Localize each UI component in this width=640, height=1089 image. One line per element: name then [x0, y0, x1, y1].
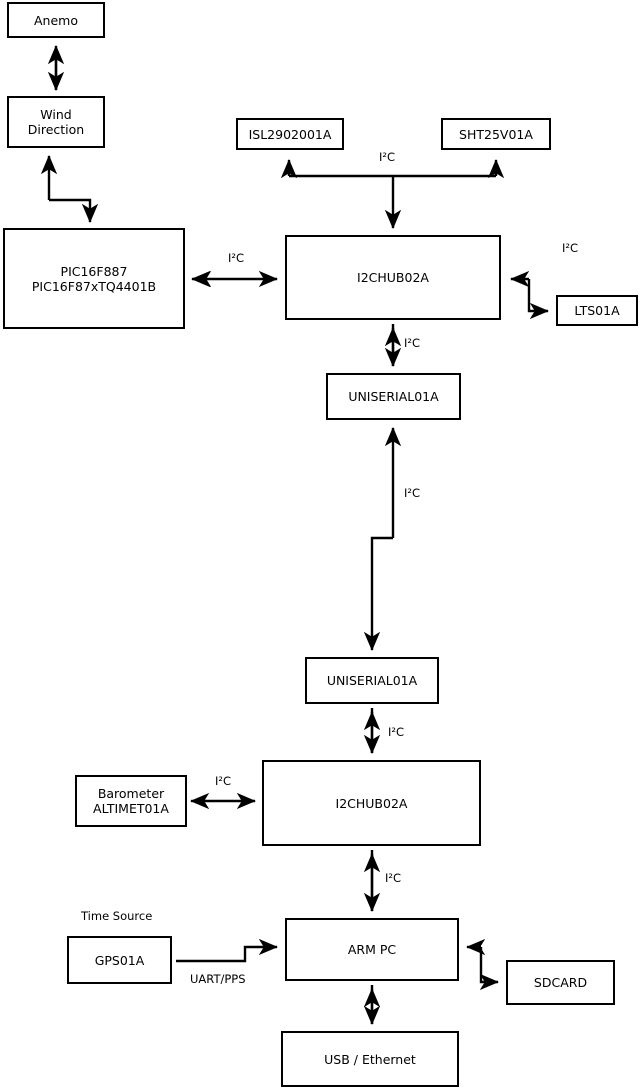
- node-wind-direction-label: Wind Direction: [27, 107, 85, 137]
- edge-label-hub-lts: I²C: [562, 241, 579, 255]
- node-pic-mcu[interactable]: PIC16F887 PIC16F87xTQ4401B: [3, 228, 185, 329]
- wire-pic-step: [49, 198, 99, 223]
- node-barometer[interactable]: Barometer ALTIMET01A: [75, 775, 187, 827]
- node-sdcard-label: SDCARD: [533, 975, 588, 990]
- node-i2chub02a-top-label: I2CHUB02A: [357, 270, 429, 285]
- node-uniserial01a-upper[interactable]: UNISERIAL01A: [326, 373, 461, 420]
- node-usb-ethernet[interactable]: USB / Ethernet: [281, 1031, 459, 1087]
- node-sdcard[interactable]: SDCARD: [506, 960, 615, 1005]
- node-i2chub02a-bottom-label: I2CHUB02A: [335, 795, 408, 811]
- node-gps01a[interactable]: GPS01A: [67, 936, 172, 984]
- wire-hub-lts-out: [527, 279, 549, 320]
- node-i2chub02a-top[interactable]: I2CHUB02A: [285, 235, 501, 320]
- node-anemo[interactable]: Anemo: [7, 2, 105, 38]
- node-isl2902001a[interactable]: ISL2902001A: [236, 118, 344, 150]
- wire-gps-armpc: [176, 938, 278, 963]
- node-uniserial01a-lower[interactable]: UNISERIAL01A: [305, 657, 439, 704]
- label-time-source: Time Source: [81, 909, 153, 923]
- node-i2chub02a-bottom[interactable]: I2CHUB02A: [262, 760, 481, 846]
- node-wind-direction[interactable]: Wind Direction: [7, 96, 105, 148]
- node-sht25v01a[interactable]: SHT25V01A: [441, 118, 551, 150]
- wire-armpc-sdcard-out: [479, 947, 499, 991]
- edge-label-gps-armpc: UART/PPS: [190, 972, 246, 986]
- edge-label-hub-uniserial: I²C: [404, 336, 421, 350]
- node-barometer-label: Barometer ALTIMET01A: [93, 786, 169, 816]
- node-gps01a-label: GPS01A: [94, 952, 145, 968]
- node-pic-mcu-label: PIC16F887 PIC16F87xTQ4401B: [31, 263, 157, 294]
- node-isl2902001a-label: ISL2902001A: [248, 126, 332, 142]
- node-arm-pc[interactable]: ARM PC: [285, 918, 459, 981]
- edge-label-baro-hub: I²C: [215, 774, 232, 788]
- node-uniserial01a-upper-label: UNISERIAL01A: [348, 389, 439, 404]
- edge-label-uniserial-link: I²C: [404, 486, 421, 500]
- node-arm-pc-label: ARM PC: [347, 942, 397, 957]
- node-usb-ethernet-label: USB / Ethernet: [324, 1051, 416, 1067]
- edge-label-bus-top: I²C: [379, 150, 396, 164]
- node-sht25v01a-label: SHT25V01A: [459, 126, 533, 142]
- node-lts01a[interactable]: LTS01A: [556, 295, 638, 326]
- edge-label-hub-armpc: I²C: [385, 871, 402, 885]
- edge-label-uniserial-hub: I²C: [388, 725, 405, 739]
- node-lts01a-label: LTS01A: [574, 303, 620, 318]
- node-anemo-label: Anemo: [34, 12, 78, 28]
- edge-label-pic-hub: I²C: [228, 251, 245, 265]
- node-uniserial01a-lower-label: UNISERIAL01A: [326, 673, 418, 688]
- wire-uniserial-link-down: [363, 536, 393, 651]
